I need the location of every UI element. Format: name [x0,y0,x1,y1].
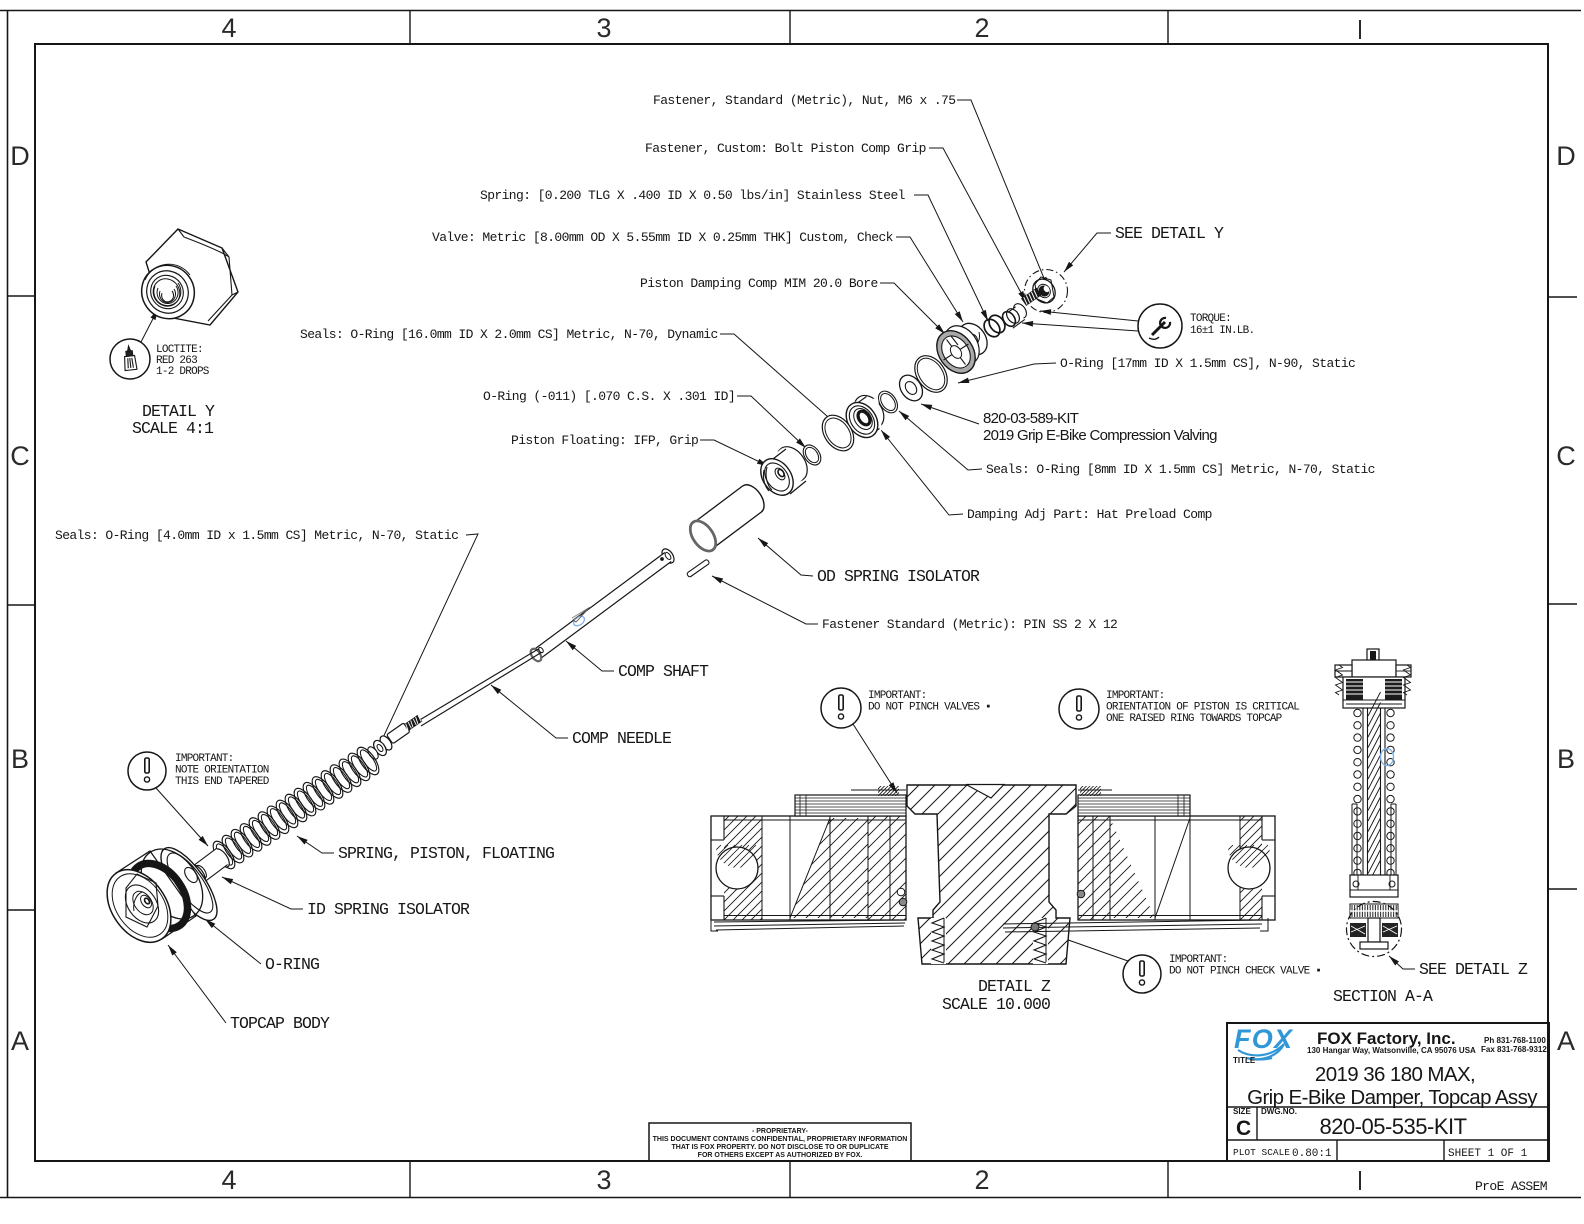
svg-text:NOTE ORIENTATION: NOTE ORIENTATION [175,765,269,777]
svg-text:820-03-589-KIT: 820-03-589-KIT [983,410,1079,427]
svg-text:TITLE: TITLE [1233,1056,1256,1065]
svg-text:16±1 IN.LB.: 16±1 IN.LB. [1190,325,1254,337]
svg-text:4: 4 [221,13,236,43]
svg-text:O-Ring (-011) [.070 C.S. X .30: O-Ring (-011) [.070 C.S. X .301 ID] [483,389,735,404]
svg-text:130 Hangar Way, Watsonville, C: 130 Hangar Way, Watsonville, CA 95076 US… [1307,1046,1476,1055]
svg-text:SEE DETAIL Y: SEE DETAIL Y [1115,224,1224,243]
svg-text:DO NOT PINCH CHECK VALVE ▪: DO NOT PINCH CHECK VALVE ▪ [1169,966,1321,978]
svg-text:SECTION A-A: SECTION A-A [1333,987,1433,1006]
svg-text:Piston Floating: IFP, Grip: Piston Floating: IFP, Grip [511,433,698,448]
svg-text:FOR OTHERS EXCEPT AS AUTHORIZE: FOR OTHERS EXCEPT AS AUTHORIZED BY FOX. [698,1152,863,1159]
svg-text:2019 Grip E-Bike Compression V: 2019 Grip E-Bike Compression Valving [983,427,1217,444]
svg-text:SEE DETAIL Z: SEE DETAIL Z [1419,960,1528,979]
svg-text:Grip E-Bike Damper, Topcap Ass: Grip E-Bike Damper, Topcap Assy [1247,1086,1538,1109]
svg-text:2: 2 [974,13,989,43]
svg-text:COMP SHAFT: COMP SHAFT [618,662,709,681]
svg-text:SPRING, PISTON, FLOATING: SPRING, PISTON, FLOATING [338,844,554,863]
svg-text:FOX: FOX [1234,1024,1294,1054]
svg-text:FOX Factory, Inc.: FOX Factory, Inc. [1317,1029,1456,1048]
svg-text:DETAIL Z: DETAIL Z [978,977,1051,996]
svg-text:D: D [10,141,30,171]
svg-text:2: 2 [974,1165,989,1195]
svg-text:Damping Adj Part: Hat Preload: Damping Adj Part: Hat Preload Comp [967,507,1212,522]
svg-text:DWG.NO.: DWG.NO. [1261,1107,1297,1116]
svg-text:IMPORTANT:: IMPORTANT: [175,753,234,765]
svg-text:IMPORTANT:: IMPORTANT: [1106,690,1165,702]
svg-text:3: 3 [596,13,611,43]
svg-text:O-RING: O-RING [265,955,319,974]
svg-text:SCALE 10.000: SCALE 10.000 [942,995,1050,1014]
svg-text:IMPORTANT:: IMPORTANT: [1169,954,1228,966]
svg-text:SIZE: SIZE [1233,1107,1251,1116]
svg-text:COMP NEEDLE: COMP NEEDLE [572,729,672,748]
svg-text:ONE RAISED RING TOWARDS TOPCAP: ONE RAISED RING TOWARDS TOPCAP [1106,713,1283,725]
svg-text:Seals: O-Ring [4.0mm ID x 1.5m: Seals: O-Ring [4.0mm ID x 1.5mm CS] Metr… [55,528,458,543]
svg-text:D: D [1556,141,1576,171]
svg-text:C: C [10,441,30,471]
svg-text:Spring: [0.200 TLG X .400 ID X: Spring: [0.200 TLG X .400 ID X 0.50 lbs/… [480,188,906,203]
svg-text:- PROPRIETARY-: - PROPRIETARY- [752,1128,809,1135]
svg-text:A: A [1557,1026,1575,1056]
svg-text:DETAIL Y: DETAIL Y [142,402,215,421]
svg-text:Fax 831-768-9312: Fax 831-768-9312 [1481,1045,1547,1054]
svg-text:Seals: O-Ring [16.0mm ID X 2.0: Seals: O-Ring [16.0mm ID X 2.0mm CS] Met… [300,327,718,342]
svg-text:LOCTITE:: LOCTITE: [156,344,203,356]
svg-text:DO NOT PINCH VALVES ▪: DO NOT PINCH VALVES ▪ [868,702,991,714]
svg-text:Fastener, Standard (Metric), N: Fastener, Standard (Metric), Nut, M6 x .… [653,93,955,108]
svg-text:2019 36 180 MAX,: 2019 36 180 MAX, [1315,1063,1475,1086]
svg-text:SHEET 1 OF 1: SHEET 1 OF 1 [1448,1148,1528,1160]
svg-text:Piston Damping Comp MIM 20.0 B: Piston Damping Comp MIM 20.0 Bore [640,276,878,291]
svg-text:C: C [1236,1117,1251,1140]
svg-text:1-2 DROPS: 1-2 DROPS [156,366,210,378]
svg-text:RED 263: RED 263 [156,355,197,367]
svg-text:3: 3 [596,1165,611,1195]
svg-text:820-05-535-KIT: 820-05-535-KIT [1319,1114,1466,1139]
svg-text:Seals: O-Ring [8mm ID X 1.5mm: Seals: O-Ring [8mm ID X 1.5mm CS] Metric… [986,462,1375,477]
svg-text:ProE ASSEM: ProE ASSEM [1475,1179,1547,1194]
svg-text:Ph 831-768-1100: Ph 831-768-1100 [1484,1036,1546,1045]
svg-text:B: B [11,744,29,774]
svg-text:4: 4 [221,1165,236,1195]
svg-text:TOPCAP BODY: TOPCAP BODY [230,1014,330,1033]
svg-text:TORQUE:: TORQUE: [1190,313,1231,325]
svg-text:OD SPRING ISOLATOR: OD SPRING ISOLATOR [817,567,980,586]
svg-text:Valve: Metric [8.00mm OD X 5.5: Valve: Metric [8.00mm OD X 5.55mm ID X 0… [432,230,894,245]
svg-text:C: C [1556,441,1576,471]
svg-text:ORIENTATION OF PISTON IS CRITI: ORIENTATION OF PISTON IS CRITICAL [1106,702,1299,714]
svg-text:A: A [11,1026,29,1056]
svg-text:THIS END TAPERED: THIS END TAPERED [175,776,270,788]
svg-text:ID SPRING ISOLATOR: ID SPRING ISOLATOR [307,900,470,919]
svg-text:IMPORTANT:: IMPORTANT: [868,690,927,702]
svg-text:PLOT SCALE: PLOT SCALE [1233,1147,1290,1158]
svg-text:O-Ring [17mm ID X 1.5mm CS], N: O-Ring [17mm ID X 1.5mm CS], N-90, Stati… [1060,356,1355,371]
svg-text:SCALE 4:1: SCALE 4:1 [132,419,214,438]
svg-text:Fastener Standard (Metric): PI: Fastener Standard (Metric): PIN SS 2 X 1… [822,617,1117,632]
svg-text:Fastener, Custom: Bolt Piston: Fastener, Custom: Bolt Piston Comp Grip [645,141,926,156]
svg-text:THAT IS FOX PROPERTY. DO NOT: THAT IS FOX PROPERTY. DO NOT DISCLOSE TO… [671,1144,888,1151]
svg-text:0.80:1: 0.80:1 [1292,1148,1332,1160]
svg-text:B: B [1557,744,1575,774]
svg-text:THIS DOCUMENT CONTAINS CONFIDE: THIS DOCUMENT CONTAINS CONFIDENTIAL, PRO… [653,1136,908,1143]
